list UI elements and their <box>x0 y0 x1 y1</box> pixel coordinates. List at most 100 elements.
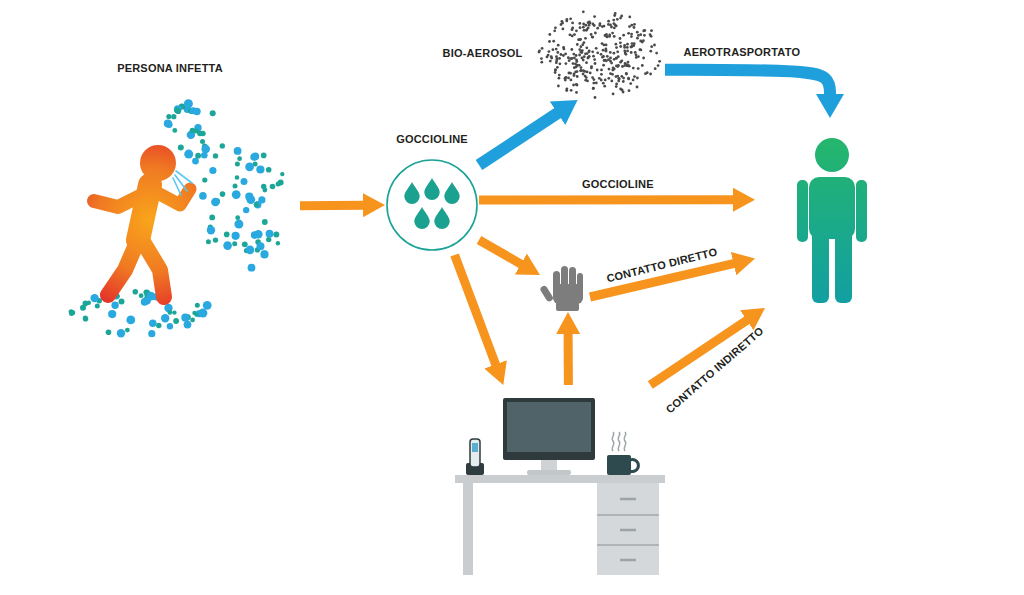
aerosol-dot <box>558 57 561 60</box>
droplets-circle: GOCCIOLINE <box>385 130 479 255</box>
aerosol-dot <box>570 48 573 51</box>
steam-line <box>624 432 626 451</box>
aerosol-dot <box>584 24 587 27</box>
aerosol-dot <box>625 72 628 75</box>
aerosol-dot <box>649 73 652 76</box>
aerosol-dot <box>555 61 558 64</box>
particle <box>257 242 265 250</box>
aerosol-dot <box>623 64 626 67</box>
aerosol-dot <box>609 51 612 54</box>
aerosol-dot <box>581 51 584 54</box>
sneeze-spray <box>176 171 192 183</box>
transmission-arrow <box>665 70 830 96</box>
aerosol-dot <box>548 50 551 53</box>
particle <box>184 99 193 108</box>
person-arm <box>856 180 867 242</box>
aerosol-dot <box>572 84 575 87</box>
aerosol-dot <box>594 32 597 35</box>
particle <box>232 190 241 199</box>
aerosol-dot <box>623 46 626 49</box>
aerosol-dot <box>571 57 574 60</box>
particle <box>184 321 192 329</box>
particle <box>220 191 226 197</box>
aerosol-dot <box>568 59 571 62</box>
aerosol-dot <box>626 50 629 53</box>
particle <box>248 264 256 272</box>
drawer-line <box>597 514 659 516</box>
aerosol-dot <box>628 16 631 19</box>
particle <box>190 318 195 323</box>
aerosol-dot <box>630 46 633 49</box>
aerosol-dot <box>598 77 601 80</box>
aerosol-dot <box>606 36 609 39</box>
droplet-icon <box>404 182 419 204</box>
person-leg <box>812 230 829 303</box>
particle <box>119 299 125 305</box>
aerosol-dot <box>603 44 606 47</box>
aerosol-dot <box>653 44 656 47</box>
aerosol-dot <box>635 53 638 56</box>
aerosol-dot <box>602 55 605 58</box>
aerosol-dot <box>650 45 653 48</box>
particle <box>211 198 220 207</box>
steam-line <box>612 432 614 451</box>
aerosol-dot <box>613 52 616 55</box>
particle <box>166 114 171 119</box>
aerosol-dot <box>595 82 598 85</box>
aerosol-dot <box>628 25 631 28</box>
aerosol-dot <box>578 54 581 57</box>
particle <box>213 237 218 242</box>
particle <box>220 143 225 148</box>
aerosol-dot <box>636 86 639 89</box>
aerosol-dots <box>538 10 661 99</box>
aerosol-dot <box>625 73 628 76</box>
aerosol-dot <box>578 22 581 25</box>
aerosol-dot <box>628 65 631 68</box>
particle <box>237 156 242 161</box>
aerosol-dot <box>610 80 613 83</box>
particle <box>69 311 74 316</box>
aerosol-dot <box>625 53 628 56</box>
node-shape <box>385 130 479 255</box>
aerosol-dot <box>578 64 581 67</box>
aerosol-dot <box>571 28 574 31</box>
sneeze-spray <box>173 178 181 195</box>
particle <box>260 250 268 258</box>
aerosol-dot <box>585 46 588 49</box>
aerosol-dot <box>592 87 595 90</box>
aerosol-dot <box>619 37 622 40</box>
particle <box>125 328 130 333</box>
drawer-handle <box>620 529 636 532</box>
node-label: BIO-AEROSOL <box>435 46 530 60</box>
aerosol-dot <box>604 49 607 52</box>
aerosol-dot <box>560 53 563 56</box>
aerosol-dot <box>556 58 559 61</box>
aerosol-dot <box>658 60 661 63</box>
aerosol-dot <box>575 66 578 69</box>
particle <box>234 220 243 229</box>
aerosol-dot <box>631 45 634 48</box>
aerosol-dot <box>540 61 543 64</box>
aerosol-dot <box>579 38 582 41</box>
aerosol-dot <box>591 50 594 53</box>
aerosol-dot <box>617 77 620 80</box>
aerosol-dot <box>585 61 588 64</box>
particle <box>126 316 135 325</box>
particle <box>181 314 189 322</box>
droplet-icon <box>434 207 449 229</box>
particle <box>164 119 172 127</box>
aerosol-dot <box>587 57 590 60</box>
aerosol-dot <box>630 35 633 38</box>
aerosol-dot <box>619 45 622 48</box>
particle <box>200 139 205 144</box>
aerosol-dot <box>573 74 576 77</box>
aerosol-dot <box>588 24 591 27</box>
aerosol-dot <box>632 67 635 70</box>
aerosol-dot <box>630 51 633 54</box>
aerosol-dot <box>590 33 593 36</box>
desk-surface <box>455 385 665 580</box>
node-shape <box>455 385 665 580</box>
particle <box>111 302 118 309</box>
